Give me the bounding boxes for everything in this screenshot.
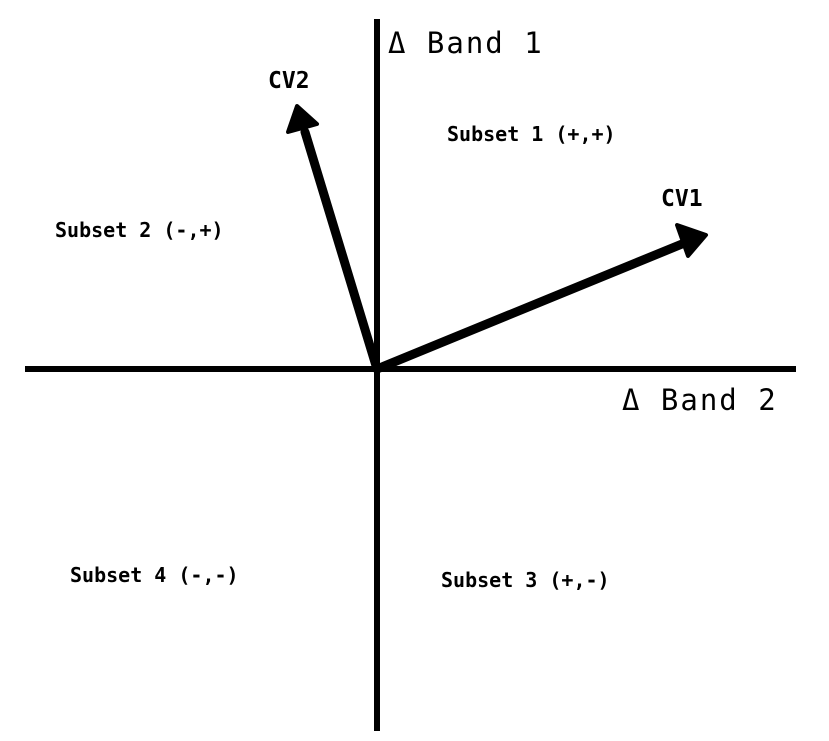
band1-axis-label: Δ Band 1 bbox=[388, 26, 544, 60]
subset2-label: Subset 2 (-,+) bbox=[55, 218, 224, 242]
cv2-arrowhead bbox=[286, 104, 319, 134]
cv2-vector bbox=[300, 127, 382, 374]
subset3-label: Subset 3 (+,-) bbox=[441, 568, 610, 592]
band2-axis-label: Δ Band 2 bbox=[622, 383, 778, 417]
cv1-arrowhead bbox=[675, 223, 708, 258]
subset1-label: Subset 1 (+,+) bbox=[447, 122, 616, 146]
cv1-label: CV1 bbox=[661, 186, 703, 212]
subset4-label: Subset 4 (-,-) bbox=[70, 563, 239, 587]
cv1-vector bbox=[372, 239, 687, 374]
cv2-label: CV2 bbox=[268, 68, 310, 94]
